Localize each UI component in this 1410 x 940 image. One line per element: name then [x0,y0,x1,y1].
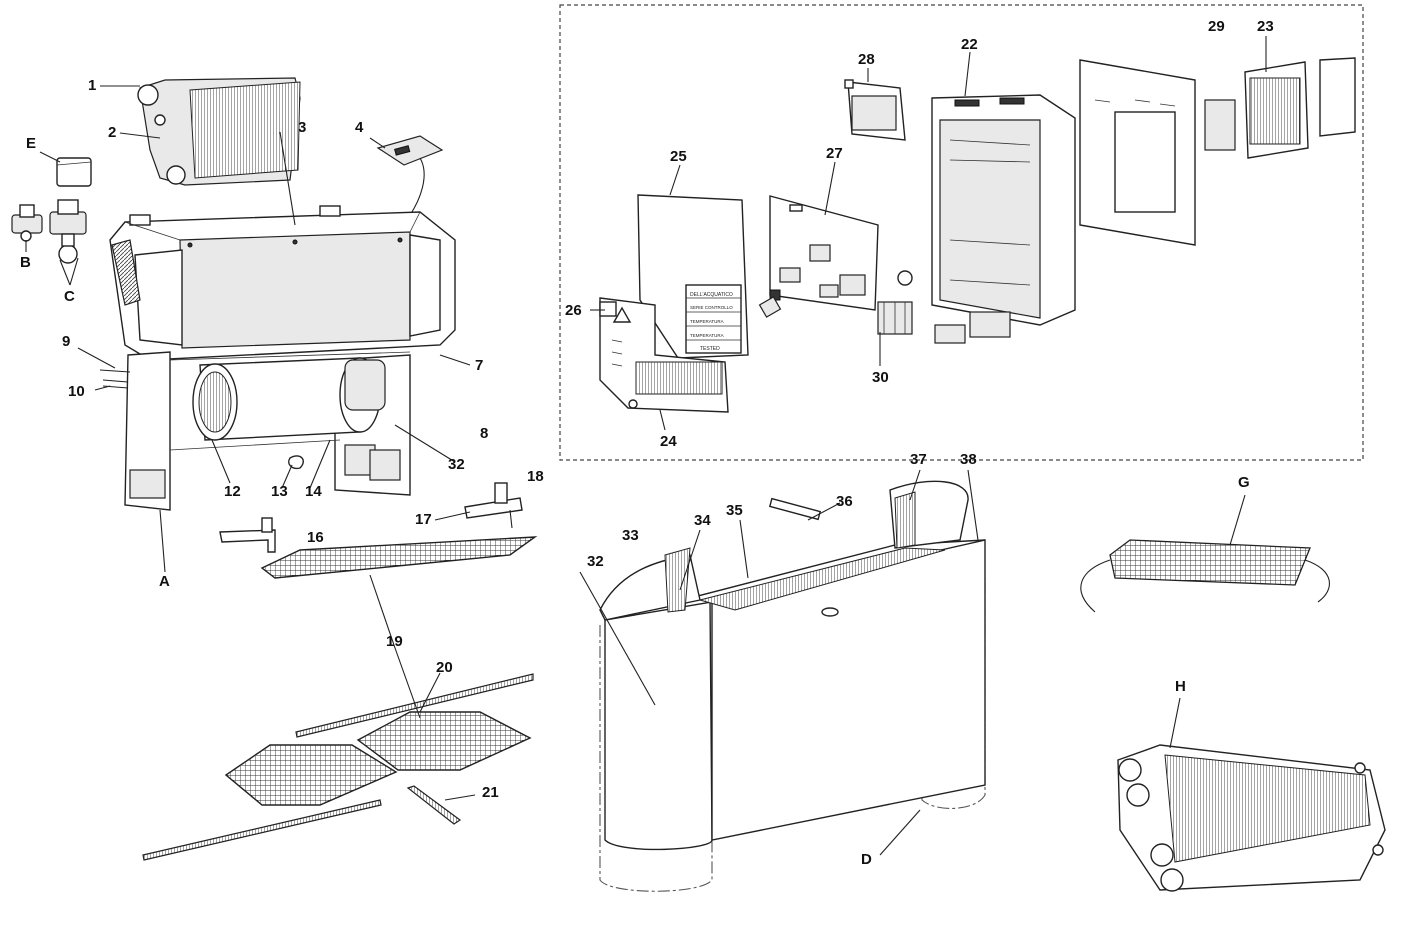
callout-b: B [20,254,31,271]
part-c-valve [49,199,87,264]
part-26-clip [599,301,617,317]
callout-33: 33 [622,527,639,544]
leader-lines [25,36,1267,856]
part-24-front-plate [599,297,729,413]
callout-d: D [861,851,872,868]
callout-22: 22 [961,36,978,53]
part-b-valve [11,204,43,242]
part-19-filter [260,536,538,579]
part-28-transformer [844,79,906,141]
callout-2: 2 [108,124,117,141]
callout-18: 18 [527,468,544,485]
callout-32-bottom: 32 [587,553,604,570]
part-4-thermostat [376,135,444,216]
callout-8: 8 [480,425,489,442]
callout-12: 12 [224,483,241,500]
callout-a: A [159,573,170,590]
panel-row1-text: SERIE CONTROLLO [690,305,733,310]
callout-3: 3 [298,119,307,136]
part-cabinet [599,480,986,892]
callout-1: 1 [88,77,97,94]
control-box-group-border [559,4,1364,461]
part-back-plate [1079,59,1196,246]
callout-38: 38 [960,451,977,468]
part-30-terminal [877,270,913,335]
callout-24: 24 [660,433,677,450]
callout-30: 30 [872,369,889,386]
callout-h: H [1175,678,1186,695]
callout-32-top: 32 [448,456,465,473]
part-e-sensor [56,157,92,187]
callout-g: G [1238,474,1250,491]
callout-26: 26 [565,302,582,319]
callout-9: 9 [62,333,71,350]
part-20-rail [295,673,534,738]
panel-header-text: DELL'ACQUATICO [690,292,733,298]
callout-13: 13 [271,483,288,500]
callout-c: C [64,288,75,305]
callout-17: 17 [415,511,432,528]
callout-28: 28 [858,51,875,68]
part-9-10-screws [99,369,131,389]
panel-row3-text: TEMPERATURA [690,333,724,338]
callout-14: 14 [305,483,322,500]
callout-19: 19 [386,633,403,650]
part-16-bracket [219,517,276,553]
part-25-cover: DELL'ACQUATICO SERIE CONTROLLO TEMPERATU… [637,194,749,359]
callout-27: 27 [826,145,843,162]
callout-10: 10 [68,383,85,400]
part-3-chassis [109,205,456,361]
part-g-heater [1080,539,1330,613]
callout-29: 29 [1208,18,1225,35]
panel-row2-text: TEMPERATURA [690,319,724,324]
callout-16: 16 [307,529,324,546]
part-h-coil [1117,744,1386,892]
callout-25: 25 [670,148,687,165]
part-18-bracket [464,482,523,529]
part-12-fan [169,351,411,451]
callout-e: E [26,135,37,152]
panel-footer-text: TESTED [700,346,720,352]
callout-34: 34 [694,512,711,529]
callout-21: 21 [482,784,499,801]
part-23-case [1244,57,1356,159]
callout-35: 35 [726,502,743,519]
callout-4: 4 [355,119,364,136]
part-29-relay [1204,99,1236,151]
callout-37: 37 [910,451,927,468]
part-22-box [931,94,1076,344]
callout-36: 36 [836,493,853,510]
part-filter-pair [224,711,532,806]
part-coil-header [137,77,301,186]
callout-20: 20 [436,659,453,676]
callout-7: 7 [475,357,484,374]
part-21-rail [142,785,462,861]
part-27-pcb [758,195,879,318]
callout-23: 23 [1257,18,1274,35]
